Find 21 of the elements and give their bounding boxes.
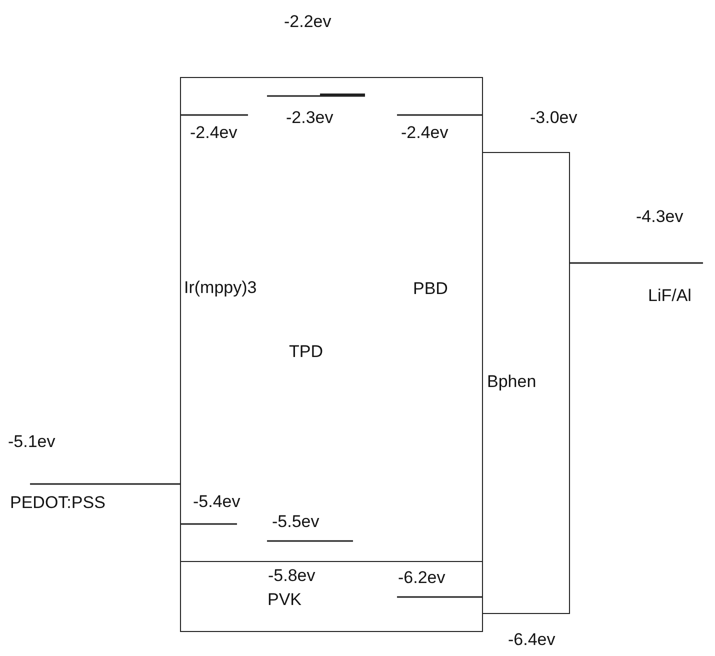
energy-value: -4.3ev	[636, 207, 684, 227]
energy-value: -3.0ev	[530, 108, 578, 128]
energy-value: -6.4ev	[508, 630, 556, 650]
energy-value: -2.4ev	[190, 123, 238, 143]
layer-label: PBD	[413, 279, 448, 299]
electrode-label: PEDOT:PSS	[10, 493, 106, 513]
layer-box	[180, 77, 483, 632]
energy-value: -5.5ev	[272, 512, 320, 532]
electrode-label: LiF/Al	[648, 286, 692, 306]
energy-value: -5.1ev	[8, 432, 56, 452]
energy-value: -2.3ev	[286, 108, 334, 128]
energy-value: -2.2ev	[284, 12, 332, 32]
energy-value: -5.4ev	[193, 492, 240, 512]
energy-value: -6.2ev	[398, 568, 446, 588]
layer-box	[483, 152, 570, 614]
layer-label: TPD	[289, 342, 323, 362]
layer-label: Bphen	[487, 372, 536, 392]
layer-label: Ir(mppy)3	[184, 278, 257, 298]
energy-value: -5.8ev	[268, 566, 316, 586]
energy-value: -2.4ev	[401, 123, 448, 143]
layer-label: PVK	[268, 590, 302, 610]
